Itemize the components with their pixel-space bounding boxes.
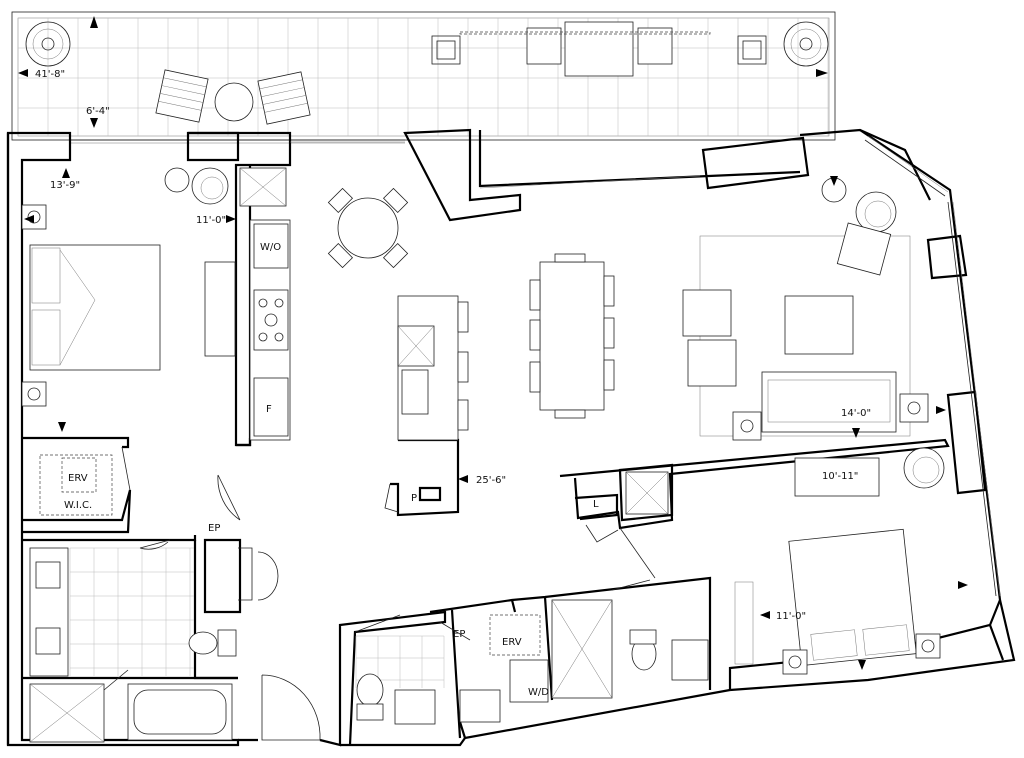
erv-unit-2 — [489, 614, 541, 656]
dim-second-width: 10'-11" — [822, 471, 858, 482]
arrow-left-bedroom — [24, 215, 34, 223]
end-table-2 — [899, 393, 929, 423]
fridge — [253, 377, 289, 437]
dresser — [204, 261, 236, 357]
second-dresser — [794, 457, 880, 497]
doors — [139, 474, 656, 741]
powder-toilet — [356, 673, 384, 721]
dim-main-depth: 25'-6" — [476, 475, 506, 486]
kitchen-sink — [401, 369, 429, 415]
coffee-table — [784, 295, 854, 355]
dim-bedroom-depth: 11'-0" — [196, 215, 226, 226]
living — [682, 177, 929, 441]
label-erv: ERV — [68, 473, 88, 484]
arrow-right-bedroom — [226, 215, 236, 223]
dim-bedroom-width: 13'-9" — [50, 180, 80, 191]
second-vanity — [671, 639, 709, 681]
arrow-right-second — [958, 581, 968, 589]
end-table-1 — [732, 411, 762, 441]
round-dining-table — [337, 197, 399, 259]
bedroom-armchair — [191, 167, 229, 205]
label-linen: L — [593, 499, 599, 510]
arrow-down-terrace — [90, 118, 98, 128]
dim-terrace-depth: 6'-4" — [86, 106, 110, 117]
kitchen-counter — [249, 219, 291, 441]
dimension-arrows — [18, 16, 968, 670]
sofa — [761, 371, 897, 433]
planter-left — [25, 21, 71, 67]
armchair-1 — [682, 289, 732, 337]
nightstand-2 — [21, 381, 47, 407]
label-fridge: F — [266, 404, 272, 415]
erv-unit — [61, 457, 97, 493]
arrow-left-main — [458, 475, 468, 483]
arrow-down-second — [858, 660, 866, 670]
kitchen-island — [397, 295, 459, 441]
room-labels: W/O F ERV W.I.C. EP P L EP ERV W/D — [64, 242, 599, 698]
bedroom-side-table — [164, 167, 190, 193]
dimension-labels: 41'-8" 6'-4" 13'-9" 11'-0" 25'-6" 14'-0"… — [35, 69, 871, 622]
arrow-up-living — [830, 176, 838, 186]
lounge-chair-1 — [155, 69, 209, 123]
exterior-walls — [6, 128, 1016, 747]
master-ensuite — [29, 547, 237, 743]
dim-living-width: 14'-0" — [841, 408, 871, 419]
terrace — [11, 11, 836, 144]
second-bed — [788, 528, 917, 667]
bath-tile-grid — [69, 547, 194, 676]
armchair-2 — [687, 339, 737, 387]
label-wo: W/O — [260, 242, 281, 253]
terrace-dining-set — [431, 21, 767, 77]
label-ep-1: EP — [208, 523, 220, 534]
cooktop — [253, 289, 289, 351]
second-toilet — [629, 629, 657, 671]
master-bedroom-furniture — [21, 167, 236, 516]
dim-terrace-width: 41'-8" — [35, 69, 65, 80]
arrow-up-terrace — [90, 16, 98, 28]
second-armchair — [903, 447, 945, 489]
dining-table — [539, 261, 605, 411]
master-toilet — [188, 629, 237, 657]
washer-oven — [253, 223, 289, 269]
arrow-down-bedroom — [58, 422, 66, 432]
laundry-sink — [459, 689, 501, 723]
arrow-left-second — [760, 611, 770, 619]
kitchen — [239, 167, 469, 513]
label-ep-2: EP — [453, 629, 465, 640]
window-glazing — [290, 135, 1001, 597]
arrow-down-living — [852, 428, 860, 438]
arrow-up-bedroom — [62, 168, 70, 178]
second-closet — [734, 581, 754, 665]
washer-dryer — [509, 659, 549, 703]
second-bedroom — [585, 447, 945, 675]
label-erv-2: ERV — [502, 637, 522, 648]
powder-tile-grid — [355, 635, 445, 688]
terrace-side-table — [214, 82, 254, 122]
bathtub — [127, 683, 233, 741]
terrace-paving-grid — [17, 17, 829, 136]
label-wd: W/D — [528, 687, 549, 698]
lounge-chair-2 — [257, 71, 311, 125]
lower-baths — [355, 579, 709, 725]
label-pantry: P — [411, 493, 417, 504]
label-wic: W.I.C. — [64, 500, 92, 511]
dim-second-depth: 11'-0" — [776, 611, 806, 622]
powder-vanity — [394, 689, 436, 725]
living-lounge-chair — [836, 222, 892, 276]
arrow-right-terrace — [816, 69, 828, 77]
living-round-chair — [855, 191, 897, 233]
arrow-right-living — [936, 406, 946, 414]
planter-right — [783, 21, 829, 67]
arrow-left-terrace — [18, 69, 28, 77]
wic-shelving — [39, 454, 113, 516]
master-bed — [29, 244, 161, 371]
dining — [327, 187, 615, 419]
